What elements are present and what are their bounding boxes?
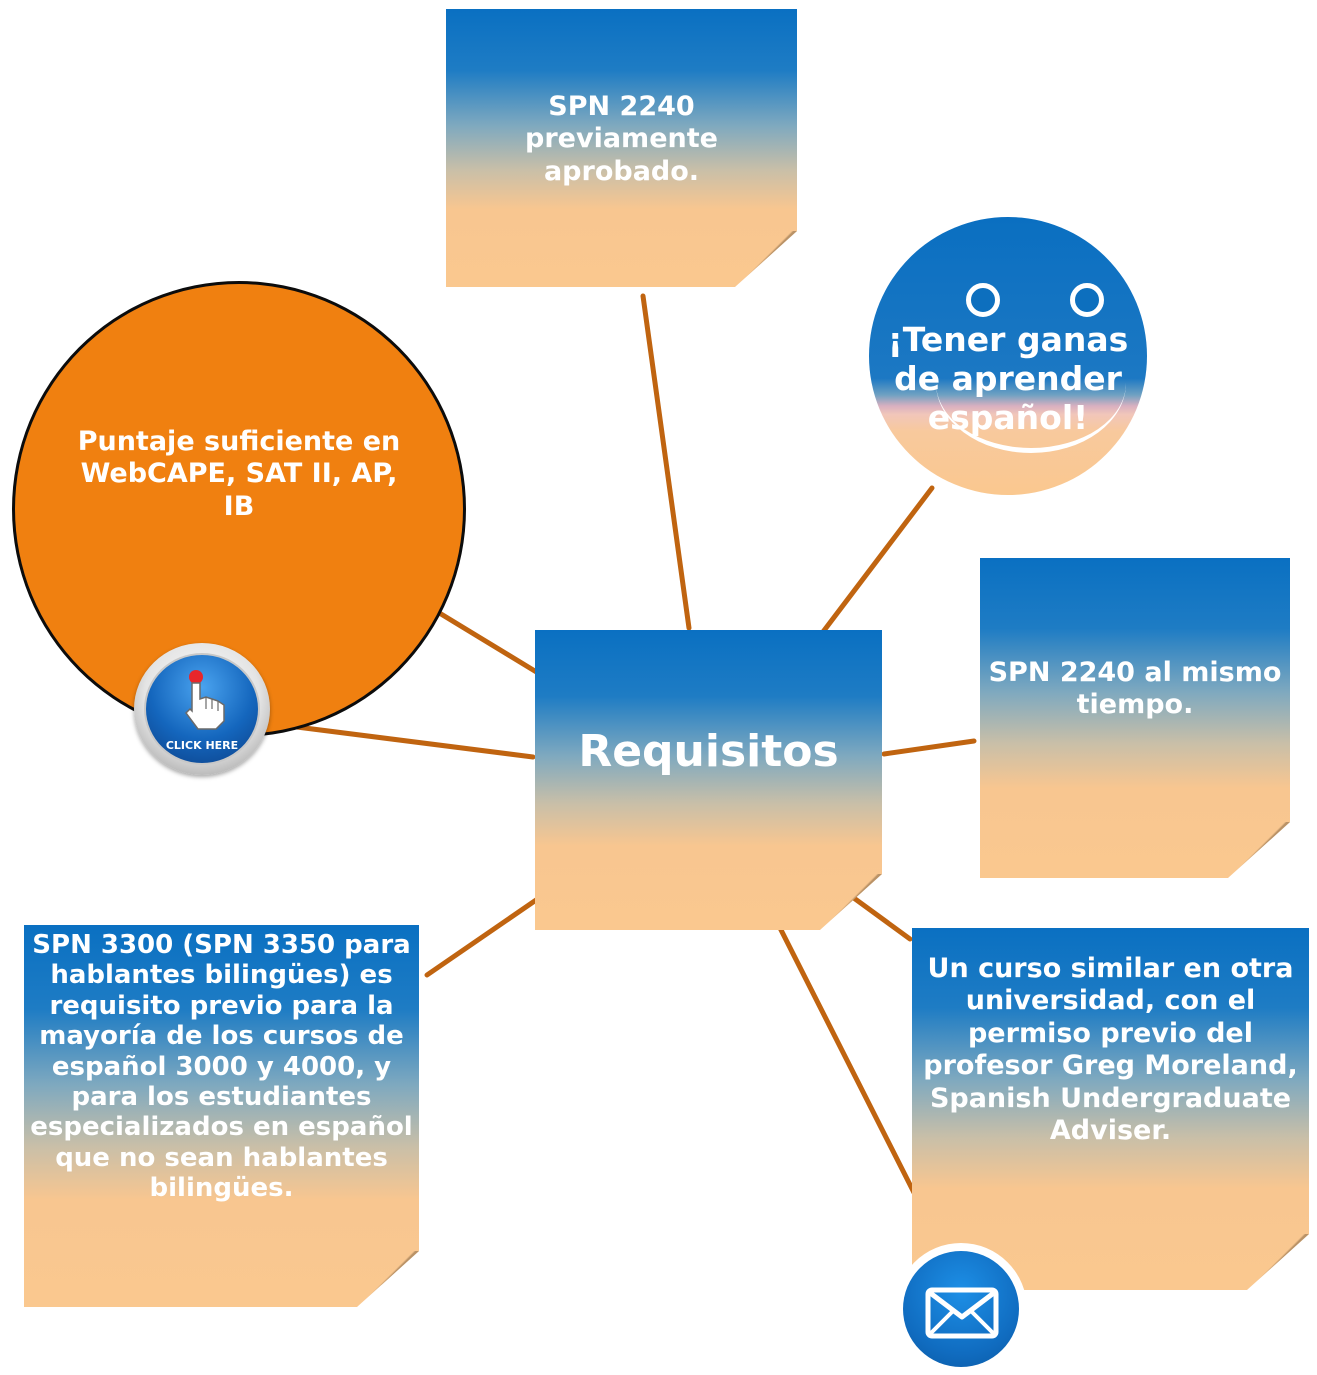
email-button[interactable]	[895, 1243, 1027, 1375]
click-here-button[interactable]: CLICK HERE	[134, 643, 270, 775]
note-spn3300-prerequisite: SPN 3300 (SPN 3350 para hablantes biling…	[24, 925, 419, 1307]
email-button-face[interactable]	[903, 1251, 1019, 1367]
click-here-label: CLICK HERE	[165, 739, 239, 752]
smiley-circle: ¡Tener ganas de aprender español!	[869, 217, 1147, 495]
smiley-left-eye	[966, 283, 1000, 317]
connector-smiley	[804, 485, 935, 656]
central-requisitos-box: Requisitos	[535, 630, 882, 930]
note-spn2240-concurrent-text: SPN 2240 al mismo tiempo.	[988, 657, 1282, 721]
central-title: Requisitos	[578, 726, 839, 777]
click-here-button-face[interactable]: CLICK HERE	[144, 653, 260, 765]
envelope-icon	[925, 1287, 999, 1339]
smiley-right-eye	[1070, 283, 1104, 317]
note-similar-course-text: Un curso similar en otra universidad, co…	[923, 953, 1298, 1146]
pointing-hand-icon	[185, 670, 225, 730]
page-curl	[357, 1251, 419, 1307]
smiley-mouth	[936, 383, 1126, 453]
smiley-text: ¡Tener ganas de aprender español!	[887, 320, 1129, 437]
page-curl	[1247, 1234, 1309, 1290]
note-similar-course: Un curso similar en otra universidad, co…	[912, 928, 1309, 1290]
note-spn2240-concurrent: SPN 2240 al mismo tiempo.	[980, 558, 1290, 878]
page-curl	[1228, 822, 1290, 878]
connector-top	[640, 293, 692, 631]
note-spn3300-prerequisite-text: SPN 3300 (SPN 3350 para hablantes biling…	[30, 930, 413, 1204]
page-curl	[820, 874, 882, 930]
page-curl	[735, 231, 797, 287]
connector-click-button	[278, 722, 536, 760]
placement-score-text: Puntaje suficiente en WebCAPE, SAT II, A…	[77, 426, 401, 522]
note-spn2240-prior: SPN 2240 previamente aprobado.	[446, 9, 797, 287]
note-spn2240-prior-text: SPN 2240 previamente aprobado.	[525, 91, 718, 187]
connector-right	[881, 738, 977, 757]
